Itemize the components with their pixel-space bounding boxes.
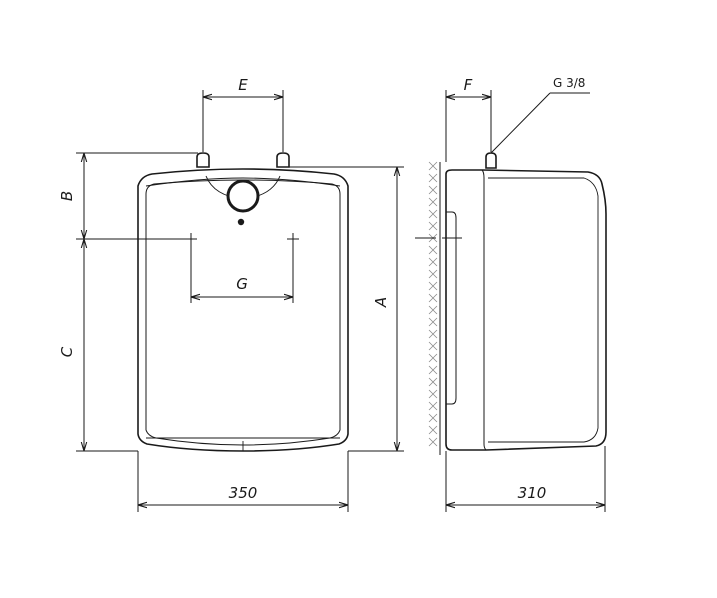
- pipe-fitting-right: [276, 152, 290, 168]
- thermostat-knob-icon: [226, 179, 260, 213]
- hatch-mark: [428, 293, 438, 303]
- hatch-mark: [428, 437, 438, 447]
- wall-bracket: [446, 211, 457, 405]
- hatch-mark: [428, 245, 438, 255]
- hatch-mark: [428, 161, 438, 171]
- side-pipe-fitting: [485, 152, 497, 169]
- dim-e-label: E: [238, 76, 248, 94]
- hatch-mark: [428, 329, 438, 339]
- thread-leader-line: [490, 92, 551, 154]
- side-view: [415, 152, 607, 455]
- dim-f-label: F: [464, 76, 473, 94]
- hatch-mark: [428, 269, 438, 279]
- hatch-mark: [428, 401, 438, 411]
- side-dimensions: [445, 90, 606, 512]
- hatch-mark: [428, 413, 438, 423]
- hatch-mark: [428, 305, 438, 315]
- top-cover-line: [145, 177, 341, 187]
- dim-b-label: B: [58, 191, 76, 201]
- hatch-mark: [428, 257, 438, 267]
- hatch-mark: [428, 221, 438, 231]
- indicator-dot-icon: [237, 218, 245, 226]
- hatch-mark: [428, 209, 438, 219]
- dim-350-label: 350: [229, 484, 258, 502]
- side-split-line: [481, 169, 487, 451]
- side-recess: [488, 177, 599, 443]
- hatch-mark: [428, 365, 438, 375]
- hatch-mark: [428, 281, 438, 291]
- wall-hatching: [428, 161, 438, 447]
- hatch-mark: [428, 389, 438, 399]
- side-body-outline: [445, 169, 607, 451]
- hatch-mark: [428, 185, 438, 195]
- hatch-mark: [428, 377, 438, 387]
- hatch-mark: [428, 173, 438, 183]
- hatch-mark: [428, 425, 438, 435]
- front-dimensions: [76, 90, 404, 512]
- pipe-fitting-left: [196, 152, 210, 168]
- dim-c-label: C: [58, 346, 76, 357]
- thread-size-label: G 3/8: [553, 76, 585, 90]
- dim-a-label: A: [372, 297, 390, 308]
- hatch-mark: [428, 341, 438, 351]
- front-view: [137, 152, 349, 452]
- dim-g-label: G: [236, 275, 248, 293]
- hatch-mark: [428, 197, 438, 207]
- hatch-mark: [428, 317, 438, 327]
- dim-310-label: 310: [518, 484, 547, 502]
- hatch-mark: [428, 353, 438, 363]
